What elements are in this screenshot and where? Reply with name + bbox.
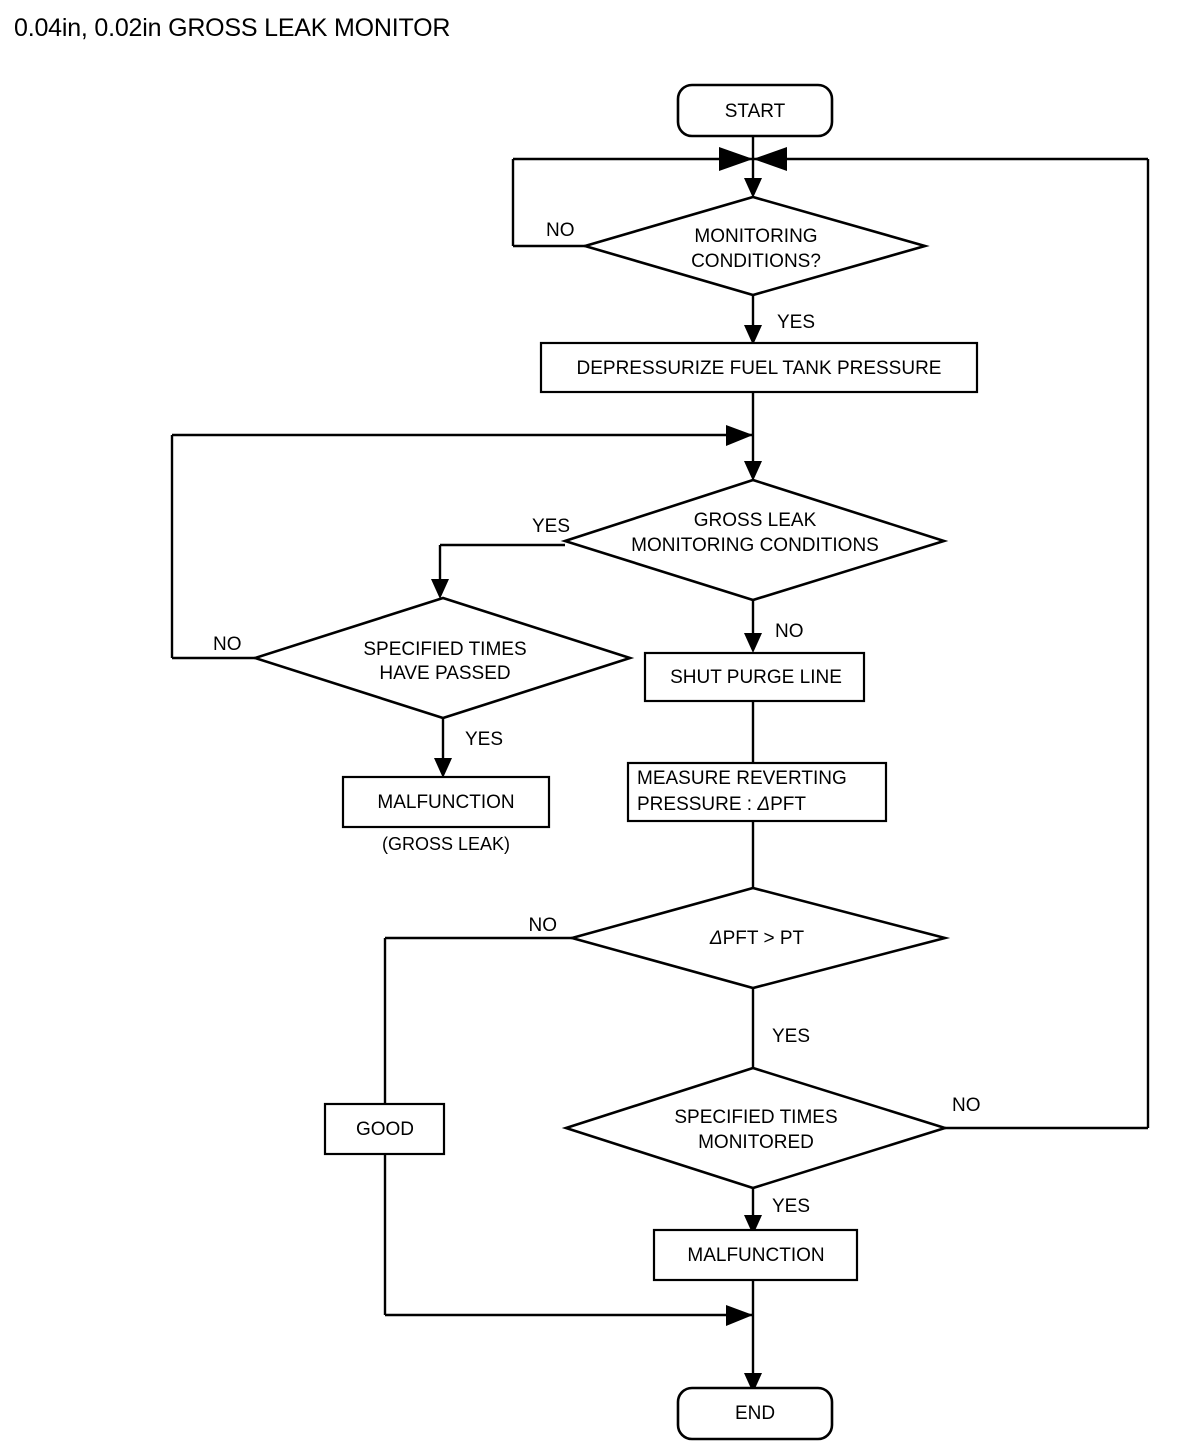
edge-label-grosscond-yes: YES	[532, 516, 570, 537]
node-monitoring-conditions-label-line2: CONDITIONS?	[691, 251, 821, 272]
edge-label-grosscond-no: NO	[775, 621, 804, 642]
node-monitoring-conditions[interactable]	[580, 195, 930, 297]
node-measure-reverting-pressure[interactable]	[626, 761, 888, 823]
node-compare-pressure[interactable]	[567, 886, 951, 990]
node-specified-times-have-passed-label-line2: HAVE PASSED	[379, 663, 510, 684]
node-gross-leak-conditions-label-line1: GROSS LEAK	[694, 510, 817, 531]
node-shut-purge-line[interactable]	[643, 651, 866, 703]
arrowhead-to-malfunction	[744, 1215, 762, 1235]
node-malfunction-gross-leak-sublabel: (GROSS LEAK)	[382, 834, 510, 854]
arrowhead-to-end	[744, 1373, 762, 1393]
node-compare-pressure-label: ΔPFT > PT	[709, 928, 805, 949]
arrowhead-to-timespassed	[431, 579, 449, 599]
arrowhead-to-malfgross	[434, 758, 452, 778]
arrowhead-to-depressurize	[744, 325, 762, 345]
edge-label-moncond-no: NO	[546, 220, 575, 241]
node-end[interactable]	[676, 1386, 834, 1441]
arrowhead-to-shutpurge	[744, 633, 762, 653]
node-specified-times-monitored[interactable]	[561, 1066, 950, 1190]
node-gross-leak-conditions-label-line2: MONITORING CONDITIONS	[631, 535, 879, 556]
edge-label-compare-no: NO	[529, 915, 558, 936]
measure-line2-suffix: PFT	[770, 794, 806, 815]
node-measure-reverting-pressure-label-line1: MEASURE REVERTING	[637, 768, 847, 789]
arrowhead-merge-left	[719, 147, 753, 171]
node-malfunction-label: MALFUNCTION	[687, 1245, 824, 1266]
node-malfunction-gross-leak-label: MALFUNCTION	[377, 792, 514, 813]
node-good[interactable]	[323, 1102, 446, 1156]
node-start[interactable]	[676, 83, 834, 138]
node-measure-reverting-pressure-label-line2: PRESSURE : ΔPFT	[637, 794, 806, 815]
arrowhead-to-grosscond	[744, 461, 762, 481]
node-good-label: GOOD	[356, 1119, 414, 1140]
arrowhead-timespassed-no-return	[726, 425, 753, 446]
delta-symbol-measure: Δ	[756, 794, 770, 815]
arrowhead-good-join	[726, 1305, 753, 1326]
edge-label-compare-yes: YES	[772, 1026, 810, 1047]
node-monitoring-conditions-label-line1: MONITORING	[694, 226, 817, 247]
node-depressurize[interactable]	[539, 341, 979, 394]
node-start-label: START	[725, 101, 786, 122]
node-end-label: END	[735, 1403, 775, 1424]
node-specified-times-monitored-label-line1: SPECIFIED TIMES	[674, 1107, 837, 1128]
node-depressurize-label: DEPRESSURIZE FUEL TANK PRESSURE	[577, 358, 942, 379]
node-specified-times-monitored-label-line2: MONITORED	[698, 1132, 814, 1153]
edge-label-moncond-yes: YES	[777, 312, 815, 333]
node-gross-leak-conditions[interactable]	[560, 478, 949, 602]
page-title: 0.04in, 0.02in GROSS LEAK MONITOR	[14, 14, 451, 42]
compare-label-rest: PFT > PT	[723, 928, 805, 949]
edge-label-timespassed-yes: YES	[465, 729, 503, 750]
edge-label-timesmon-yes: YES	[772, 1196, 810, 1217]
arrowhead-to-moncond	[744, 178, 762, 198]
node-shut-purge-line-label: SHUT PURGE LINE	[670, 667, 842, 688]
edge-label-timespassed-no: NO	[213, 634, 242, 655]
delta-symbol-compare: Δ	[709, 928, 723, 949]
edge-label-timesmon-no: NO	[952, 1095, 981, 1116]
node-specified-times-have-passed[interactable]	[250, 596, 635, 720]
node-malfunction[interactable]	[652, 1228, 859, 1282]
node-specified-times-have-passed-label-line1: SPECIFIED TIMES	[363, 639, 526, 660]
measure-line2-prefix: PRESSURE :	[637, 794, 757, 815]
arrowhead-merge-right	[753, 147, 787, 171]
node-malfunction-gross-leak[interactable]	[341, 775, 551, 829]
